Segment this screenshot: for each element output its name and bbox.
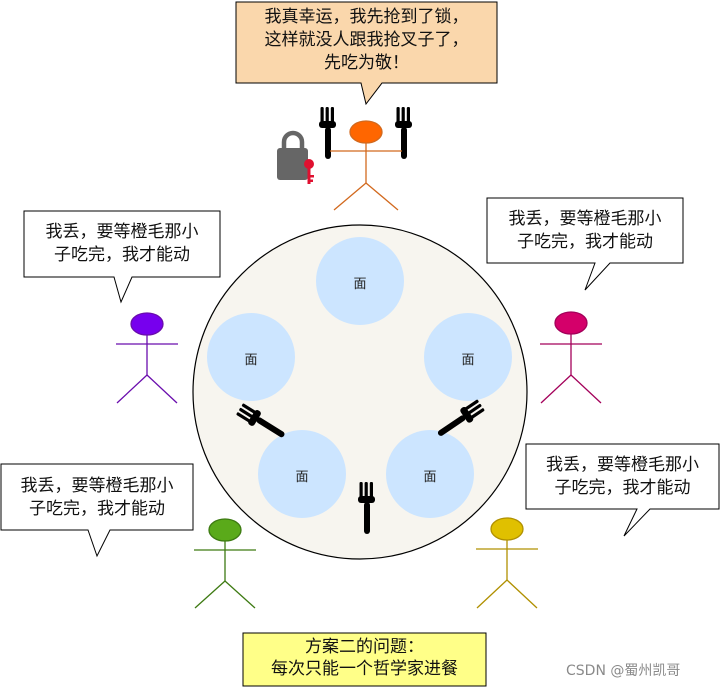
note-box (242, 632, 487, 687)
plate-lower-left (258, 430, 346, 518)
plate-label-left: 面 (244, 353, 258, 368)
plate-label-top: 面 (353, 277, 367, 292)
speech-bubble-upper-right (486, 197, 684, 291)
philosopher-top (330, 120, 402, 211)
speech-text-upper-right: 我丢，要等橙毛那小 子吃完，我才能动 (508, 209, 662, 252)
key-icon (304, 159, 314, 184)
speech-bubble-upper-left (23, 210, 221, 304)
plate-left (207, 313, 295, 401)
credit-watermark: CSDN @蜀州凯哥 (566, 663, 681, 679)
philosopher-lower-right (476, 517, 538, 609)
speech-text-top: 我真幸运，我先抢到了锁， 这样就没人跟我抢叉子了， 先吃为敬！ (264, 7, 469, 73)
speech-bubble-top (235, 1, 498, 106)
plate-label-lower-left: 面 (295, 470, 309, 485)
speech-bubble-lower-left (0, 463, 194, 558)
philosopher-lower-left (194, 518, 256, 609)
speech-text-lower-left: 我丢，要等橙毛那小 子吃完，我才能动 (20, 476, 174, 519)
speech-text-upper-left: 我丢，要等橙毛那小 子吃完，我才能动 (45, 222, 199, 265)
plate-top (316, 237, 404, 325)
philosopher-upper-right (540, 311, 602, 404)
speech-bubble-lower-right (525, 443, 720, 537)
note-text: 方案二的问题： 每次只能一个哲学家进餐 (271, 637, 458, 679)
plate-label-lower-right: 面 (423, 470, 437, 485)
speech-text-lower-right: 我丢，要等橙毛那小 子吃完，我才能动 (546, 455, 699, 498)
philosopher-upper-left (116, 312, 178, 404)
plate-right (424, 313, 512, 401)
plate-lower-right (386, 430, 474, 518)
lock-icon (277, 130, 308, 180)
plate-label-right: 面 (461, 353, 475, 368)
